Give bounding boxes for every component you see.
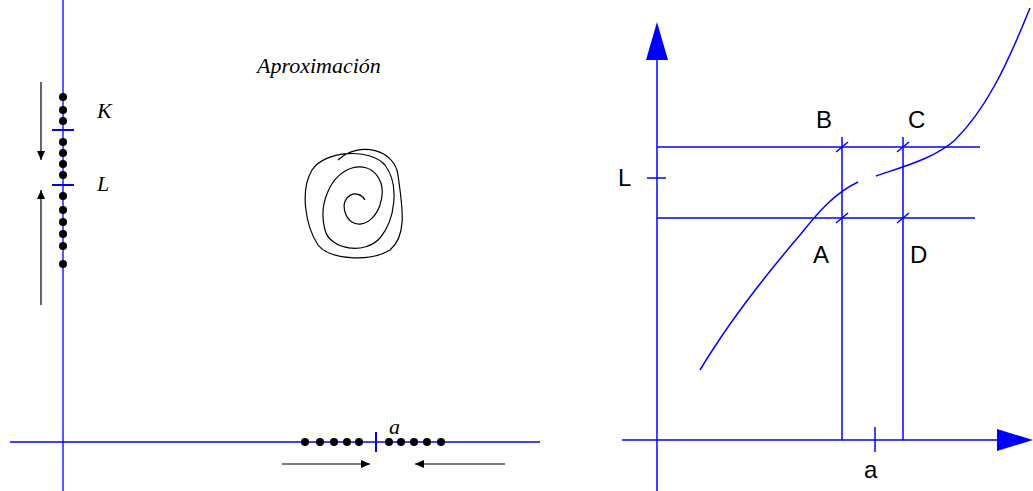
corner-label: C [908,108,925,132]
x-axis [10,441,540,442]
value-label: K [97,100,112,122]
corner-label: D [910,243,927,267]
left-arrow [415,463,505,464]
interval-line [902,137,904,440]
function-curve [700,182,858,370]
right-arrow [282,463,370,464]
argument-dots [301,438,445,446]
a-tick [375,432,377,452]
interval-line [841,137,843,440]
value-label: L [97,173,109,195]
band-line [657,217,975,219]
axis-arrowhead [646,22,668,60]
value-label: L [618,166,631,190]
point-label: a [864,458,877,482]
x-axis [622,439,1000,441]
corner-label: A [813,243,829,267]
band-line [657,146,980,148]
function-curve [876,8,1030,176]
point-label: a [389,416,400,438]
corner-label: B [816,108,832,132]
a-tick [874,427,876,452]
y-axis [656,55,658,491]
corner-marks [836,142,909,223]
value-dots [59,93,67,268]
l-tick [52,184,74,186]
up-arrow [40,190,41,305]
caption-label: Aproximación [257,55,381,77]
l-tick [647,177,666,179]
k-tick [52,129,74,131]
axis-arrowhead [997,429,1033,451]
down-arrow [40,82,41,160]
scribble [305,149,402,257]
